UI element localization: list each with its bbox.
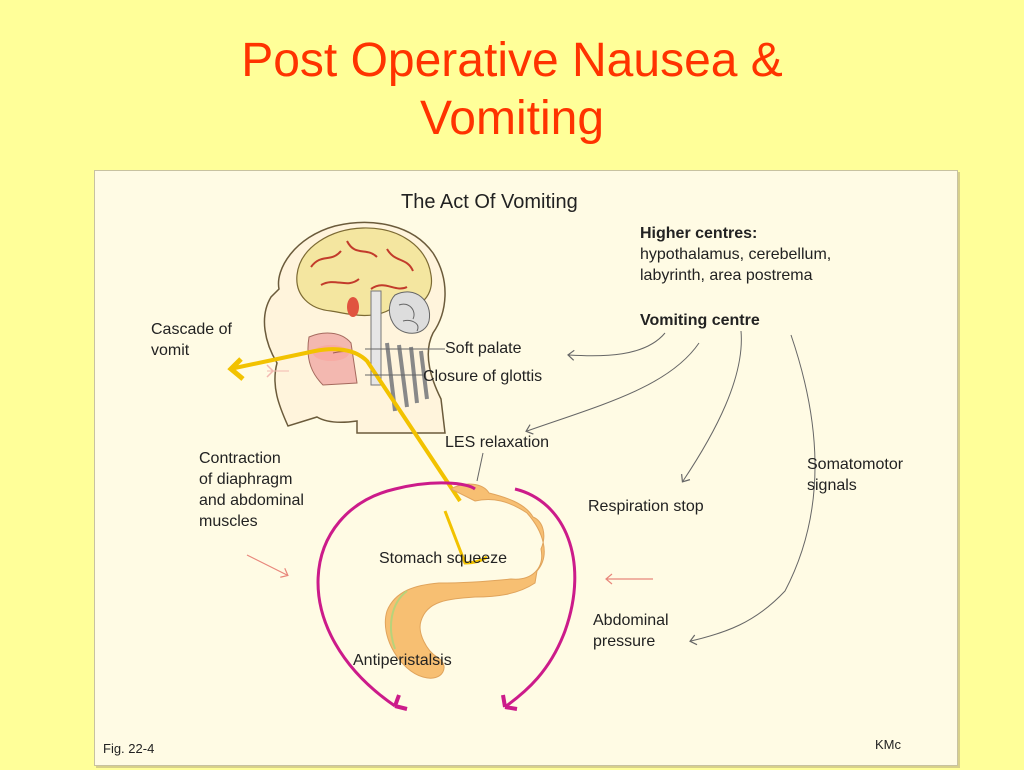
head-illustration	[263, 221, 446, 434]
figure-credit: KMc	[875, 737, 902, 752]
cascade-label-line-1: Cascade of	[151, 321, 232, 338]
antiperistalsis-wave	[390, 590, 408, 650]
neural-pathways	[365, 330, 816, 646]
stomach-illustration	[384, 483, 545, 679]
higher-centres-heading: Higher centres:	[640, 225, 757, 242]
les-pathway	[525, 342, 700, 435]
contraction-label-line-4: muscles	[199, 513, 258, 530]
les-label: LES relaxation	[445, 434, 549, 451]
vomit-path	[227, 347, 462, 503]
right-squeeze-arrow	[504, 487, 577, 709]
vomiting-figure: The Act Of Vomiting	[94, 170, 958, 766]
somatomotor-pathway	[689, 334, 816, 646]
somatomotor-label-line-1: Somatomotor	[807, 456, 904, 473]
slide-title-line-2: Vomiting	[419, 92, 605, 145]
figure-number: Fig. 22-4	[103, 741, 154, 756]
respiration-pathway	[681, 330, 742, 483]
contraction-arrow	[246, 554, 289, 578]
respiration-stop-label: Respiration stop	[588, 498, 704, 515]
vomiting-centre-label: Vomiting centre	[640, 312, 760, 329]
slide-title: Post Operative Nausea & Vomiting	[0, 32, 1024, 148]
cascade-label-line-2: vomit	[151, 342, 190, 359]
left-squeeze-arrow	[316, 481, 476, 708]
stomach-squeeze-label: Stomach squeeze	[379, 550, 507, 567]
soft-palate-label: Soft palate	[445, 340, 522, 357]
esophagus-line	[229, 347, 462, 503]
antiperistalsis-label: Antiperistalsis	[353, 652, 452, 669]
vomiting-diagram: The Act Of Vomiting	[103, 191, 904, 756]
contraction-label-line-3: and abdominal	[199, 492, 304, 509]
contraction-label-line-1: Contraction	[199, 450, 281, 467]
contraction-label-line-2: of diaphragm	[199, 471, 292, 488]
somatomotor-label-line-2: signals	[807, 477, 857, 494]
higher-centres-line-2: labyrinth, area postrema	[640, 267, 813, 284]
soft-palate-pathway	[567, 332, 666, 361]
abdominal-label-line-1: Abdominal	[593, 612, 669, 629]
stomach-squeeze-arrows	[316, 481, 577, 711]
slide-title-line-1: Post Operative Nausea &	[241, 34, 783, 87]
vomit-arrowhead	[227, 357, 245, 381]
abdominal-label-line-2: pressure	[593, 633, 655, 650]
higher-centres-line-1: hypothalamus, cerebellum,	[640, 246, 831, 263]
figure-title: The Act Of Vomiting	[401, 191, 578, 213]
glottis-label: Closure of glottis	[423, 368, 542, 385]
